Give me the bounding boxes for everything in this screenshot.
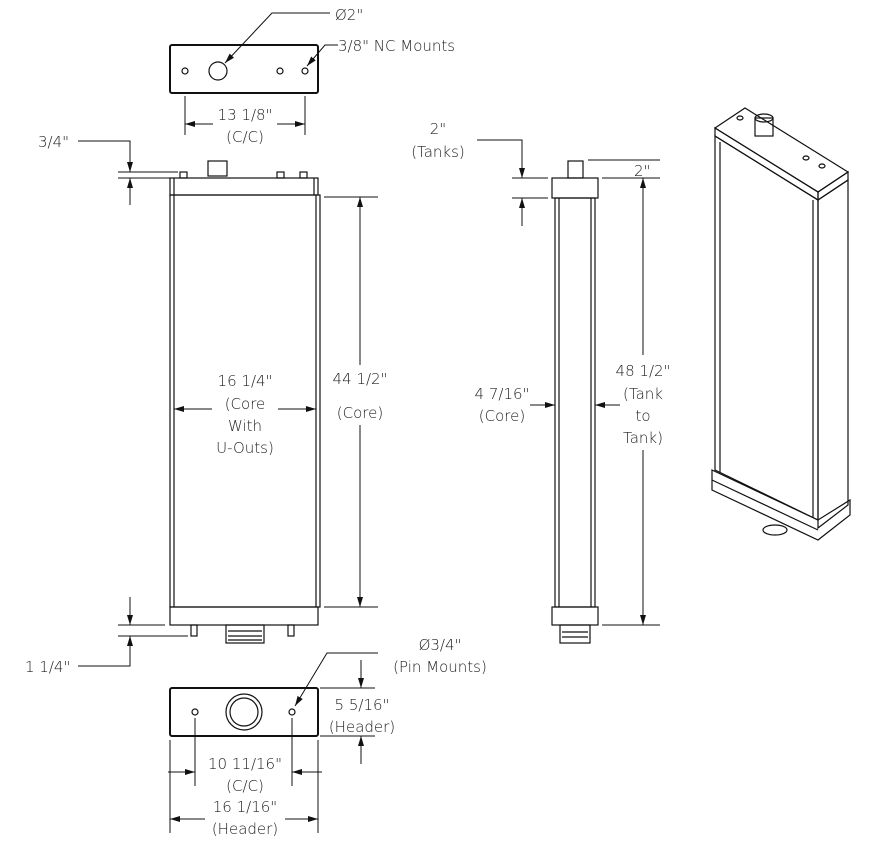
bottom-offset-label: 1 1/4" (25, 658, 70, 676)
top-view: Ø2" 3/8" NC Mounts 13 1/8" (C/C) (169, 6, 455, 146)
pin-diameter-value: Ø3/4" (419, 636, 462, 654)
tank-to-tank-label: Tank) (623, 429, 663, 447)
tank-height-label: 2" (634, 162, 650, 180)
pin-diameter-label: (Pin Mounts) (393, 658, 487, 676)
inlet-diameter-label: Ø2" (335, 6, 363, 24)
core-width-label: (Core (225, 395, 266, 413)
mount-hole (301, 67, 309, 75)
tanks-label: (Tanks) (411, 143, 465, 161)
side-view: 2" (Tanks) 2" 4 7/16" (Core) 48 1/2" (Ta… (411, 120, 671, 644)
tank-to-tank-value: 48 1/2" (616, 362, 671, 380)
header-depth-value: 5 5/16" (335, 696, 390, 714)
front-view: 3/4" 1 1/4" 44 1/2" (Core) 16 1/4" (Core… (25, 133, 387, 676)
pin-cc-value: 10 11/16" (208, 755, 282, 773)
core-width-label: With (228, 417, 262, 435)
mounts-label: 3/8" NC Mounts (338, 37, 455, 55)
mount-hole (181, 67, 189, 75)
cc-label: (C/C) (226, 128, 264, 146)
core-height-label: (Core) (337, 404, 383, 422)
tank-to-tank-label: (Tank (623, 385, 663, 403)
header-depth-label: (Header) (329, 718, 395, 736)
cc-dimension: 13 1/8" (218, 106, 273, 124)
core-depth-label: (Core) (479, 407, 525, 425)
core-width-value: 16 1/4" (218, 372, 273, 390)
core-width-label: U-Outs) (216, 439, 274, 457)
core-depth-value: 4 7/16" (475, 385, 530, 403)
tanks-value: 2" (430, 120, 446, 138)
header-width-value: 16 1/16" (213, 798, 277, 816)
outlet-hole (225, 693, 263, 731)
inlet-hole (208, 61, 228, 81)
top-offset-label: 3/4" (38, 133, 69, 151)
bottom-view: Ø3/4" (Pin Mounts) 5 5/16" (Header) 10 1… (168, 636, 487, 838)
header-width-label: (Header) (212, 820, 278, 838)
tank-to-tank-label: to (635, 407, 650, 425)
pin-cc-label: (C/C) (226, 777, 264, 795)
core-height-value: 44 1/2" (333, 370, 388, 388)
pin-hole (191, 708, 199, 716)
pin-hole (288, 708, 296, 716)
isometric-view (711, 107, 851, 541)
mount-hole (276, 67, 284, 75)
